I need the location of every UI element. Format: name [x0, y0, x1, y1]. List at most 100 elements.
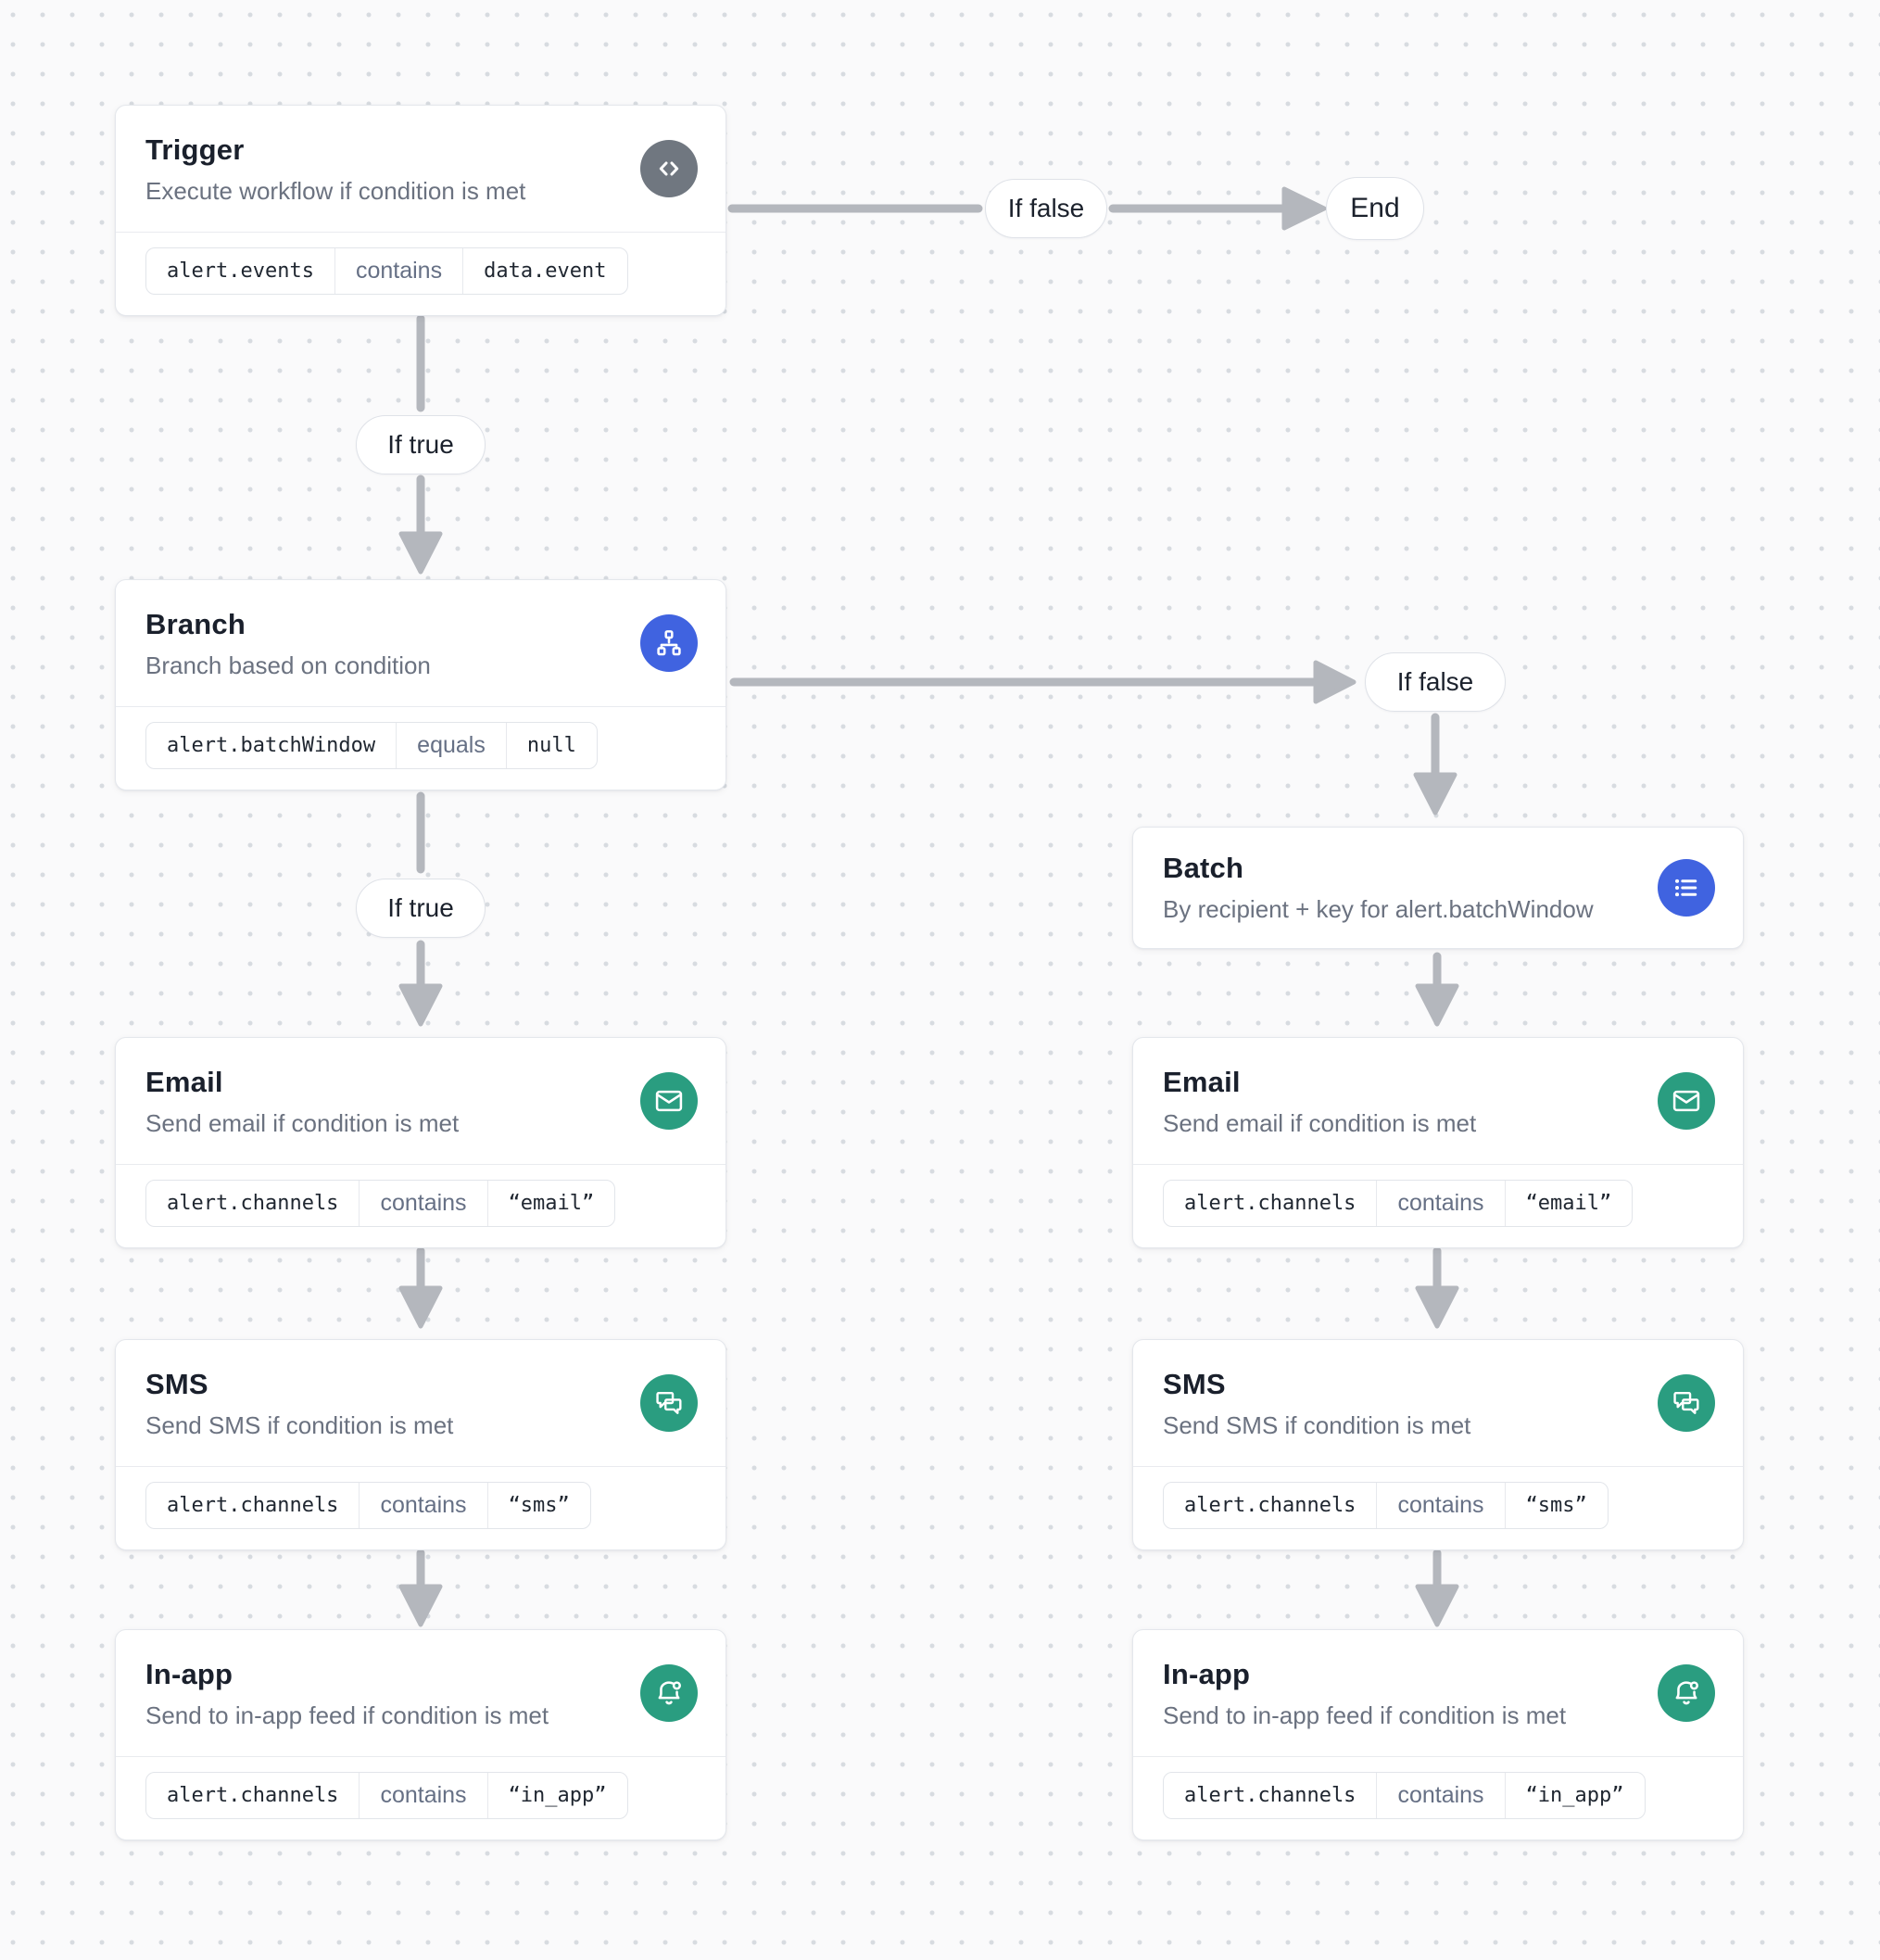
workflow-node-trigger[interactable]: Trigger Execute workflow if condition is… — [115, 105, 726, 316]
node-condition: alert.channels contains “email” — [1133, 1164, 1743, 1247]
condition-field: alert.channels — [167, 1784, 339, 1807]
condition-pill: alert.channels contains “sms” — [145, 1482, 591, 1529]
condition-operator: contains — [334, 248, 462, 294]
condition-value: null — [505, 723, 597, 768]
node-subtitle: Branch based on condition — [145, 651, 431, 679]
node-condition: alert.batchWindow equals null — [116, 706, 726, 790]
workflow-node-inapp[interactable]: In-app Send to in-app feed if condition … — [115, 1629, 726, 1840]
edge-email-to-sms-right — [1415, 1246, 1459, 1329]
node-subtitle: Send to in-app feed if condition is met — [145, 1701, 549, 1729]
condition-pill: alert.batchWindow equals null — [145, 722, 598, 769]
node-subtitle: Send SMS if condition is met — [1163, 1411, 1471, 1439]
node-subtitle: Send to in-app feed if condition is met — [1163, 1701, 1567, 1729]
workflow-node-branch[interactable]: Branch Branch based on condition alert.b… — [115, 579, 726, 790]
condition-value: “sms” — [1504, 1483, 1608, 1528]
node-header: Email Send email if condition is met — [116, 1038, 726, 1164]
condition-field: alert.batchWindow — [167, 734, 376, 757]
envelope-icon — [640, 1072, 698, 1130]
condition-operator: contains — [1376, 1773, 1504, 1818]
end-node: End — [1326, 177, 1424, 240]
edge-label-if-false: If false — [1365, 652, 1506, 712]
node-subtitle: By recipient + key for alert.batchWindow — [1163, 895, 1594, 923]
condition-field: alert.channels — [1184, 1784, 1356, 1807]
condition-field: alert.channels — [167, 1494, 339, 1517]
condition-pill: alert.channels contains “in_app” — [145, 1772, 628, 1819]
condition-operator: equals — [396, 723, 506, 768]
condition-field: alert.channels — [1184, 1192, 1356, 1215]
node-condition: alert.channels contains “sms” — [116, 1466, 726, 1549]
sitemap-icon — [640, 614, 698, 672]
condition-operator: contains — [359, 1773, 486, 1818]
edge-label-if-false: If false — [985, 179, 1107, 238]
node-title: Trigger — [145, 133, 245, 166]
node-header: Trigger Execute workflow if condition is… — [116, 106, 726, 232]
workflow-node-batch[interactable]: Batch By recipient + key for alert.batch… — [1132, 827, 1744, 949]
condition-pill: alert.events contains data.event — [145, 247, 628, 295]
edge-label-if-true: If true — [356, 879, 486, 938]
node-condition: alert.channels contains “in_app” — [1133, 1756, 1743, 1840]
condition-operator: contains — [1376, 1181, 1504, 1226]
condition-field: alert.channels — [167, 1192, 339, 1215]
workflow-node-sms[interactable]: SMS Send SMS if condition is met alert.c… — [1132, 1339, 1744, 1550]
condition-value: “email” — [1504, 1181, 1633, 1226]
node-header: Batch By recipient + key for alert.batch… — [1133, 828, 1743, 948]
condition-pill: alert.channels contains “email” — [1163, 1180, 1634, 1227]
condition-field: alert.channels — [1184, 1494, 1356, 1517]
node-condition: alert.channels contains “sms” — [1133, 1466, 1743, 1549]
envelope-icon — [1658, 1072, 1715, 1130]
node-title: In-app — [145, 1658, 233, 1690]
workflow-node-sms[interactable]: SMS Send SMS if condition is met alert.c… — [115, 1339, 726, 1550]
condition-pill: alert.channels contains “email” — [145, 1180, 616, 1227]
condition-value: “email” — [486, 1181, 615, 1226]
node-header: In-app Send to in-app feed if condition … — [1133, 1630, 1743, 1756]
condition-value: data.event — [462, 248, 626, 294]
edge-sms-to-inapp-left — [398, 1549, 443, 1627]
node-condition: alert.channels contains “email” — [116, 1164, 726, 1247]
condition-value: “sms” — [486, 1483, 590, 1528]
edge-if-true-to-email-left — [398, 940, 443, 1027]
edge-if-true-to-branch — [398, 474, 443, 575]
node-header: In-app Send to in-app feed if condition … — [116, 1630, 726, 1756]
node-condition: alert.events contains data.event — [116, 232, 726, 315]
chat-bubbles-icon — [640, 1374, 698, 1432]
bell-icon — [640, 1664, 698, 1722]
node-title: Email — [1163, 1066, 1241, 1098]
list-icon — [1658, 859, 1715, 917]
node-title: SMS — [1163, 1368, 1226, 1400]
node-title: Branch — [145, 608, 246, 640]
node-subtitle: Send email if condition is met — [1163, 1109, 1477, 1137]
condition-pill: alert.channels contains “in_app” — [1163, 1772, 1646, 1819]
condition-value: “in_app” — [486, 1773, 627, 1818]
edge-label-if-true: If true — [356, 415, 486, 474]
node-header: SMS Send SMS if condition is met — [116, 1340, 726, 1466]
node-subtitle: Execute workflow if condition is met — [145, 177, 526, 205]
condition-field: alert.events — [167, 259, 314, 283]
code-icon — [640, 140, 698, 197]
node-title: Batch — [1163, 852, 1244, 884]
node-condition: alert.channels contains “in_app” — [116, 1756, 726, 1840]
node-title: Email — [145, 1066, 223, 1098]
node-header: SMS Send SMS if condition is met — [1133, 1340, 1743, 1466]
edge-sms-to-inapp-right — [1415, 1549, 1459, 1627]
node-title: In-app — [1163, 1658, 1251, 1690]
node-subtitle: Send email if condition is met — [145, 1109, 460, 1137]
edge-email-to-sms-left — [398, 1246, 443, 1329]
node-header: Branch Branch based on condition — [116, 580, 726, 706]
condition-operator: contains — [1376, 1483, 1504, 1528]
chat-bubbles-icon — [1658, 1374, 1715, 1432]
edge-if-false-to-end — [1108, 186, 1327, 231]
workflow-node-inapp[interactable]: In-app Send to in-app feed if condition … — [1132, 1629, 1744, 1840]
edge-branch-to-if-false — [729, 660, 1356, 704]
condition-pill: alert.channels contains “sms” — [1163, 1482, 1609, 1529]
node-title: SMS — [145, 1368, 208, 1400]
condition-value: “in_app” — [1504, 1773, 1645, 1818]
condition-operator: contains — [359, 1483, 486, 1528]
bell-icon — [1658, 1664, 1715, 1722]
edge-batch-to-email-right — [1415, 952, 1459, 1027]
workflow-node-email[interactable]: Email Send email if condition is met ale… — [1132, 1037, 1744, 1248]
edge-if-false-to-batch — [1413, 713, 1457, 816]
node-subtitle: Send SMS if condition is met — [145, 1411, 454, 1439]
workflow-node-email[interactable]: Email Send email if condition is met ale… — [115, 1037, 726, 1248]
node-header: Email Send email if condition is met — [1133, 1038, 1743, 1164]
